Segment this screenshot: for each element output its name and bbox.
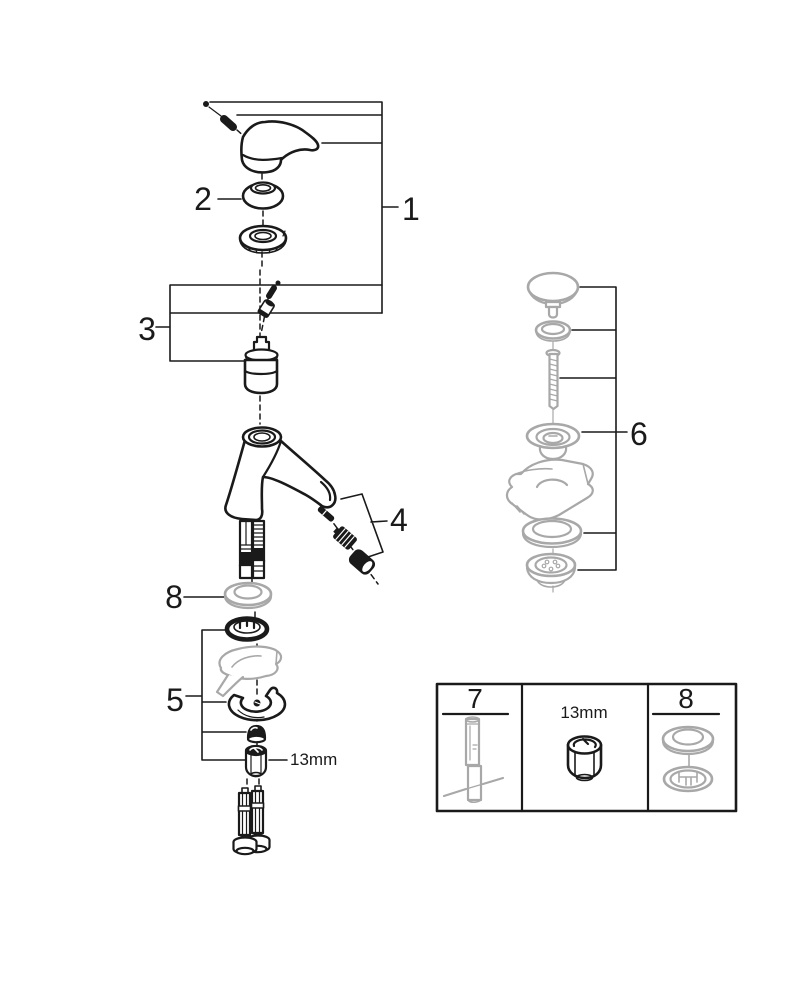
stabilizer-wedge-grey: [215, 645, 283, 698]
base-washer-grey: [223, 581, 273, 610]
cartridge-stop: [257, 299, 275, 318]
drain-threaded-rod: [545, 348, 561, 411]
aerator-pin: [317, 506, 335, 522]
label-part-1: 1: [402, 191, 420, 227]
aerator-insert: [333, 526, 357, 550]
drain-angled-gasket: [505, 458, 594, 521]
dome-nut: [246, 724, 267, 744]
ring-cap: [241, 181, 285, 210]
flex-hose-left: [232, 787, 258, 856]
mounting-tool: [442, 716, 505, 804]
aerator-cap: [348, 549, 376, 575]
drain-plug: [526, 271, 580, 319]
toolbox-label-13mm: 13mm: [560, 703, 607, 722]
bracket-part-4: [340, 493, 388, 559]
drain-basket-nut: [525, 552, 577, 588]
bracket-part-6: [559, 286, 628, 571]
threaded-ring: [238, 224, 288, 254]
label-part-5: 5: [166, 682, 184, 718]
label-part-8: 8: [165, 579, 183, 615]
cartridge: [243, 335, 279, 395]
drain-flat-washer: [521, 517, 583, 549]
label-part-6: 6: [630, 416, 648, 452]
label-part-4: 4: [390, 502, 408, 538]
drain-flange-seat: [525, 422, 581, 461]
drain-top-washer: [534, 320, 572, 342]
faucet-body: [224, 426, 337, 522]
hose-tails-and-stud: [238, 519, 266, 580]
sleeve-nut-13mm: [244, 744, 268, 778]
toolbox-label-8: 8: [678, 683, 694, 714]
toolbox-hex-nut: [566, 735, 603, 782]
toolbox-label-7: 7: [467, 683, 483, 714]
label-nut-size: 13mm: [290, 750, 337, 769]
handle-screw: [203, 101, 237, 131]
cartridge-screw: [266, 280, 281, 299]
label-part-3: 3: [138, 311, 156, 347]
lever-handle: [240, 120, 320, 174]
bracket-part-3: [155, 284, 383, 362]
toolbox-washer-set: [661, 725, 715, 793]
bracket-part-1: [209, 101, 399, 314]
label-part-2: 2: [194, 181, 212, 217]
bracket-part-5: [185, 629, 247, 761]
horseshoe-bracket: [227, 686, 287, 722]
o-ring-seal: [224, 616, 270, 642]
